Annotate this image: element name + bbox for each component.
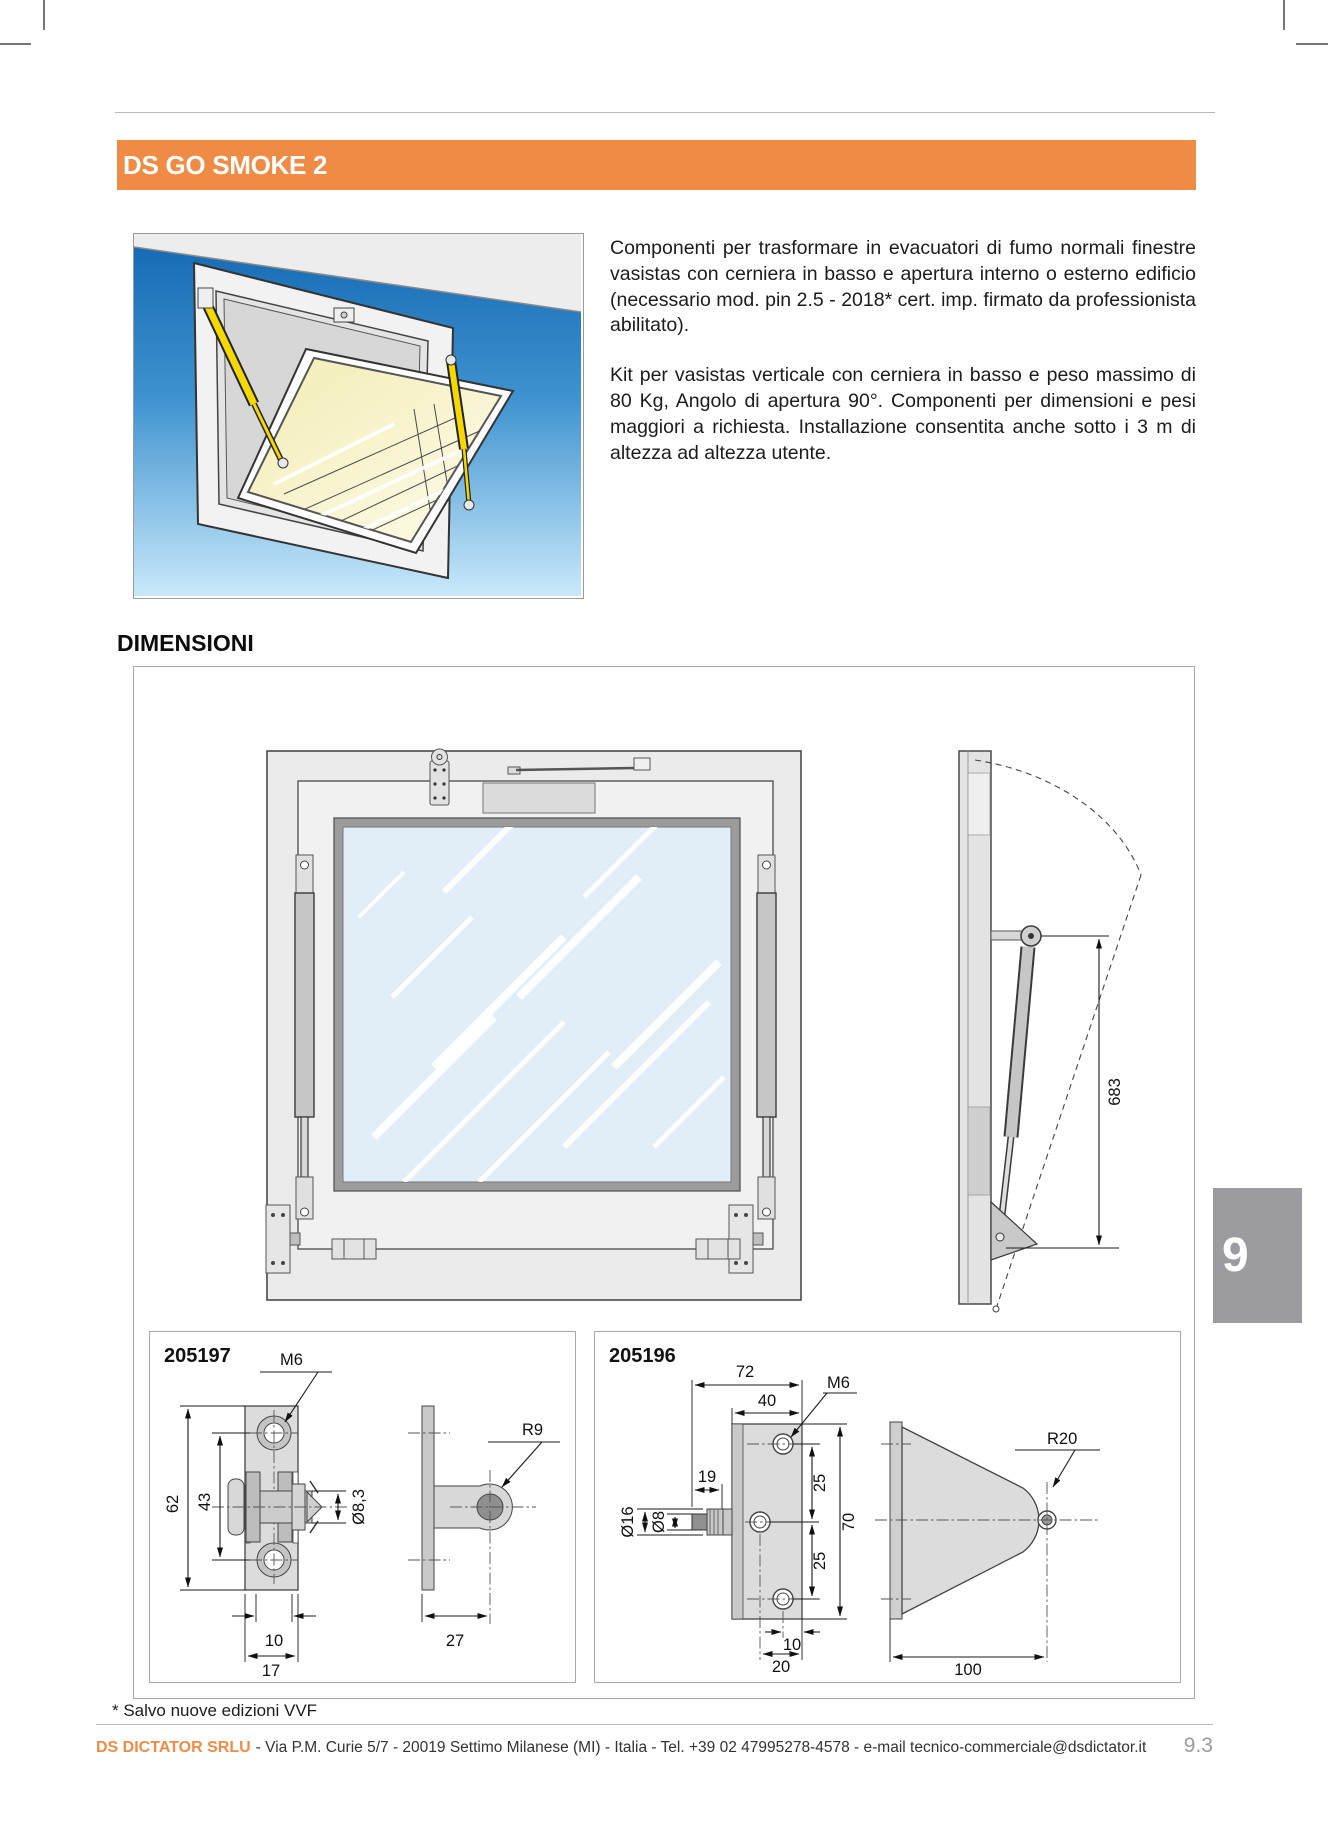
bottom-hinges bbox=[331, 1238, 741, 1260]
dim-72: 72 bbox=[736, 1363, 754, 1381]
dim-10-205196: 10 bbox=[783, 1636, 801, 1654]
dim-62: 62 bbox=[164, 1495, 182, 1513]
dim-27: 27 bbox=[446, 1632, 464, 1650]
part-205197-box: 205197 bbox=[149, 1331, 576, 1683]
dim-8-3: Ø8,3 bbox=[350, 1489, 368, 1525]
side-view: 683 bbox=[958, 750, 1142, 1313]
window-illustration-svg bbox=[133, 234, 582, 596]
label-m6-205197: M6 bbox=[280, 1351, 303, 1369]
part-205196-drawing: 205196 bbox=[609, 1345, 1100, 1679]
front-view bbox=[265, 748, 802, 1301]
triangle-bracket-side-view bbox=[875, 1421, 1100, 1662]
glass-pane bbox=[246, 356, 503, 544]
release-lever bbox=[507, 757, 651, 775]
footer-company: DS DICTATOR SRLU bbox=[96, 1739, 251, 1756]
footer-rule bbox=[96, 1724, 1213, 1725]
gas-spring-right bbox=[728, 854, 777, 1274]
footer-address: - Via P.M. Curie 5/7 - 20019 Settimo Mil… bbox=[255, 1739, 1147, 1756]
dim-43: 43 bbox=[196, 1493, 214, 1511]
part-code-205197: 205197 bbox=[164, 1345, 231, 1367]
gas-spring-left bbox=[265, 854, 315, 1274]
dim-100: 100 bbox=[954, 1661, 982, 1679]
page-number: 9.3 bbox=[1183, 1734, 1213, 1757]
section-title: DIMENSIONI bbox=[117, 630, 254, 656]
intro-paragraph-2: Kit per vasistas verticale con cerniera … bbox=[610, 364, 1196, 464]
label-r9: R9 bbox=[522, 1421, 543, 1439]
chapter-number: 9 bbox=[1222, 1229, 1249, 1282]
intro-text: Componenti per trasformare in evacuatori… bbox=[610, 236, 1196, 490]
chapter-tab: 9 bbox=[1213, 1188, 1302, 1323]
dim-17: 17 bbox=[262, 1662, 280, 1679]
bottom-bracket-side bbox=[990, 1200, 1039, 1261]
glass-reflections bbox=[357, 827, 726, 1182]
dim-25-upper: 25 bbox=[811, 1474, 829, 1492]
dim-16: Ø16 bbox=[619, 1506, 637, 1537]
crop-mark-top-right-h bbox=[1296, 43, 1328, 45]
gas-spring-right-illustration bbox=[445, 354, 475, 511]
gas-spring-left-illustration bbox=[198, 291, 289, 469]
part-205196-box: 205196 bbox=[594, 1331, 1181, 1683]
top-rule bbox=[115, 112, 1215, 113]
bracket-front-view bbox=[212, 1405, 350, 1591]
dim-20: 20 bbox=[772, 1658, 790, 1676]
wall bbox=[134, 234, 581, 312]
intro-paragraph-1: Componenti per trasformare in evacuatori… bbox=[610, 237, 1196, 337]
window-technical-drawing: 683 bbox=[265, 748, 1142, 1313]
swing-arc bbox=[974, 759, 1142, 876]
dim-40: 40 bbox=[758, 1392, 776, 1410]
bracket-plate-left bbox=[265, 1204, 291, 1274]
part-code-205196: 205196 bbox=[609, 1345, 676, 1367]
dim-19: 19 bbox=[698, 1468, 716, 1486]
product-title: DS GO SMOKE 2 bbox=[123, 149, 328, 180]
dim-8: Ø8 bbox=[650, 1511, 668, 1533]
bracket-side-view bbox=[408, 1405, 536, 1624]
mount-plate-front-view bbox=[691, 1423, 820, 1620]
footer: DS DICTATOR SRLU - Via P.M. Curie 5/7 - … bbox=[96, 1734, 1213, 1758]
crop-mark-top-right-v bbox=[1283, 0, 1285, 30]
label-r20: R20 bbox=[1047, 1430, 1077, 1448]
label-m6-205196: M6 bbox=[827, 1374, 850, 1392]
gas-spring-side bbox=[1005, 946, 1034, 1138]
part-205197-drawing: 205197 bbox=[164, 1345, 560, 1680]
product-illustration bbox=[133, 233, 584, 599]
dim-10-205197: 10 bbox=[265, 1632, 283, 1650]
crop-mark-top-left-h bbox=[0, 43, 31, 45]
crop-mark-top-left-v bbox=[43, 0, 45, 30]
dim-683: 683 bbox=[1106, 1078, 1124, 1106]
dim-70: 70 bbox=[840, 1513, 858, 1531]
dim-25-lower: 25 bbox=[811, 1552, 829, 1570]
footnote: * Salvo nuove edizioni VVF bbox=[112, 1701, 318, 1720]
latch-plate bbox=[429, 748, 450, 806]
actuator-housing bbox=[482, 782, 596, 814]
dimensions-drawing-box: 683 205197 bbox=[133, 666, 1195, 1699]
product-header-bar: DS GO SMOKE 2 bbox=[117, 140, 1196, 190]
